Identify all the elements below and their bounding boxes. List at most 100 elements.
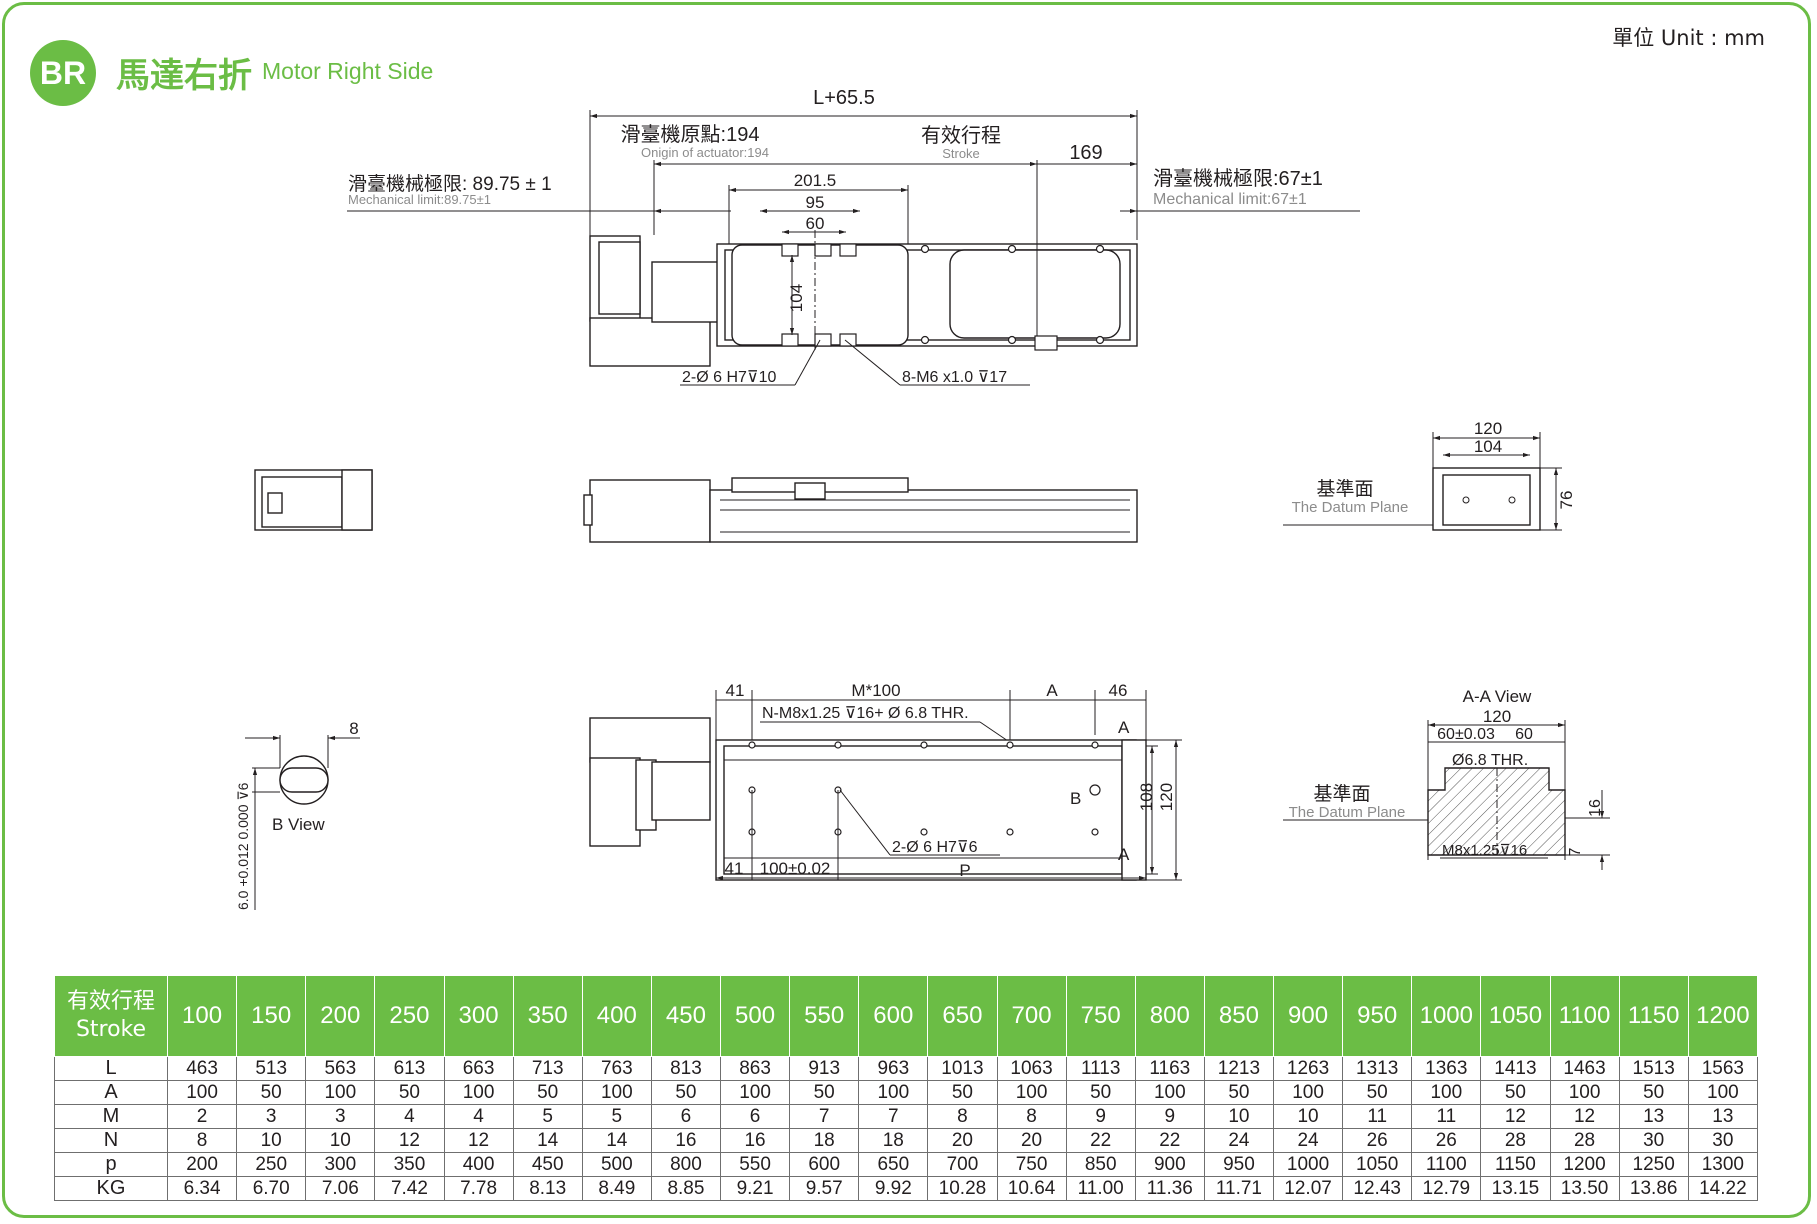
spec-cell: 5 xyxy=(581,1104,652,1129)
spec-cell: 750 xyxy=(996,1152,1067,1177)
stroke-col: 1050 xyxy=(1480,975,1551,1057)
spec-cell: 22 xyxy=(1065,1128,1136,1153)
datum-label-en: The Datum Plane xyxy=(1292,499,1409,516)
mech-limit-right-en: Mechanical limit:67±1 xyxy=(1153,191,1307,208)
spec-cell: 8.49 xyxy=(581,1176,652,1201)
dim-overall-length: L+65.5 xyxy=(813,87,875,109)
spec-cell: 8 xyxy=(996,1104,1067,1129)
spec-cell: 50 xyxy=(374,1080,445,1105)
spec-cell: 1413 xyxy=(1480,1056,1551,1081)
spec-cell: 13 xyxy=(1618,1104,1689,1129)
spec-cell: 6.70 xyxy=(236,1176,307,1201)
stroke-col: 650 xyxy=(927,975,998,1057)
spec-cell: 50 xyxy=(927,1080,998,1105)
spec-cell: 250 xyxy=(236,1152,307,1177)
spec-cell: 11 xyxy=(1342,1104,1413,1129)
spec-cell: 9 xyxy=(1065,1104,1136,1129)
end-dim-104: 104 xyxy=(1474,437,1502,456)
spec-cell: 563 xyxy=(305,1056,376,1081)
bottom-dim-41b: 41 xyxy=(725,859,744,878)
thread-note: N-M8x1.25 ⊽16+ Ø 6.8 THR. xyxy=(762,705,969,722)
spec-cell: 450 xyxy=(512,1152,583,1177)
spec-cell: 50 xyxy=(789,1080,860,1105)
spec-cell: 300 xyxy=(305,1152,376,1177)
stroke-col: 350 xyxy=(512,975,583,1057)
spec-cell: 1050 xyxy=(1342,1152,1413,1177)
stroke-col: 150 xyxy=(236,975,307,1057)
aa-dim-120: 120 xyxy=(1483,707,1511,726)
spec-cell: 7 xyxy=(789,1104,860,1129)
spec-cell: 16 xyxy=(650,1128,722,1153)
spec-cell: 30 xyxy=(1687,1128,1759,1153)
aa-datum-label-zh: 基準面 xyxy=(1313,783,1370,805)
spec-cell: 9.57 xyxy=(789,1176,860,1201)
spec-cell: 12.07 xyxy=(1272,1176,1344,1201)
stroke-col: 1100 xyxy=(1549,975,1620,1057)
section-mark-a-top: A xyxy=(1118,718,1130,737)
spec-cell: 13 xyxy=(1687,1104,1759,1129)
spec-row-label: p xyxy=(54,1152,168,1177)
spec-cell: 12 xyxy=(443,1128,514,1153)
spec-cell: 10 xyxy=(305,1128,376,1153)
spec-cell: 350 xyxy=(374,1152,445,1177)
spec-cell: 3 xyxy=(305,1104,376,1129)
spec-cell: 14 xyxy=(512,1128,583,1153)
spec-cell: 12 xyxy=(1549,1104,1620,1129)
spec-cell: 24 xyxy=(1203,1128,1275,1153)
dim-95: 95 xyxy=(806,193,825,212)
spec-cell: 1150 xyxy=(1480,1152,1551,1177)
aa-dim-7: 7 xyxy=(1567,847,1584,856)
spec-cell: 4 xyxy=(443,1104,514,1129)
spec-header-label: 有效行程 Stroke xyxy=(54,975,168,1057)
spec-cell: 1100 xyxy=(1411,1152,1482,1177)
b-view-label: B View xyxy=(272,815,325,834)
spec-cell: 10 xyxy=(236,1128,307,1153)
spec-cell: 14 xyxy=(581,1128,652,1153)
stroke-label-en: Stroke xyxy=(942,146,980,161)
spec-cell: 1363 xyxy=(1411,1056,1482,1081)
datum-label-zh: 基準面 xyxy=(1316,478,1373,500)
spec-cell: 6.34 xyxy=(166,1176,238,1201)
spec-cell: 12 xyxy=(374,1128,445,1153)
spec-cell: 11.00 xyxy=(1065,1176,1136,1201)
spec-cell: 1250 xyxy=(1618,1152,1689,1177)
spec-cell: 863 xyxy=(719,1056,791,1081)
spec-cell: 100 xyxy=(719,1080,791,1105)
spec-cell: 10.64 xyxy=(996,1176,1067,1201)
spec-cell: 50 xyxy=(650,1080,722,1105)
spec-cell: 4 xyxy=(374,1104,445,1129)
spec-cell: 100 xyxy=(443,1080,514,1105)
spec-cell: 913 xyxy=(789,1056,860,1081)
spec-cell: 850 xyxy=(1065,1152,1136,1177)
spec-cell: 10 xyxy=(1272,1104,1344,1129)
spec-cell: 1200 xyxy=(1549,1152,1620,1177)
spec-cell: 550 xyxy=(719,1152,791,1177)
bottom-dim-m100: M*100 xyxy=(851,681,900,700)
spec-cell: 500 xyxy=(581,1152,652,1177)
spec-cell: 7.06 xyxy=(305,1176,376,1201)
spec-cell: 18 xyxy=(858,1128,929,1153)
spec-cell: 100 xyxy=(1134,1080,1205,1105)
stroke-col: 1000 xyxy=(1411,975,1482,1057)
dim-169: 169 xyxy=(1069,142,1102,164)
title-chinese: 馬達右折 xyxy=(116,56,252,96)
spec-cell: 26 xyxy=(1411,1128,1482,1153)
spec-cell: 6 xyxy=(719,1104,791,1129)
model-badge: BR xyxy=(30,40,96,106)
stroke-col: 200 xyxy=(305,975,376,1057)
spec-cell: 8 xyxy=(166,1128,238,1153)
b-view-dim-8: 8 xyxy=(349,719,358,738)
spec-cell: 10 xyxy=(1203,1104,1275,1129)
spec-cell: 1513 xyxy=(1618,1056,1689,1081)
section-mark-a-bottom: A xyxy=(1118,845,1130,864)
stroke-col: 400 xyxy=(581,975,652,1057)
spec-cell: 100 xyxy=(1272,1080,1344,1105)
spec-cell: 1313 xyxy=(1342,1056,1413,1081)
spec-cell: 613 xyxy=(374,1056,445,1081)
spec-cell: 1300 xyxy=(1687,1152,1759,1177)
spec-cell: 11 xyxy=(1411,1104,1482,1129)
end-dim-76: 76 xyxy=(1557,491,1576,510)
origin-label-zh: 滑臺機原點:194 xyxy=(621,123,760,146)
